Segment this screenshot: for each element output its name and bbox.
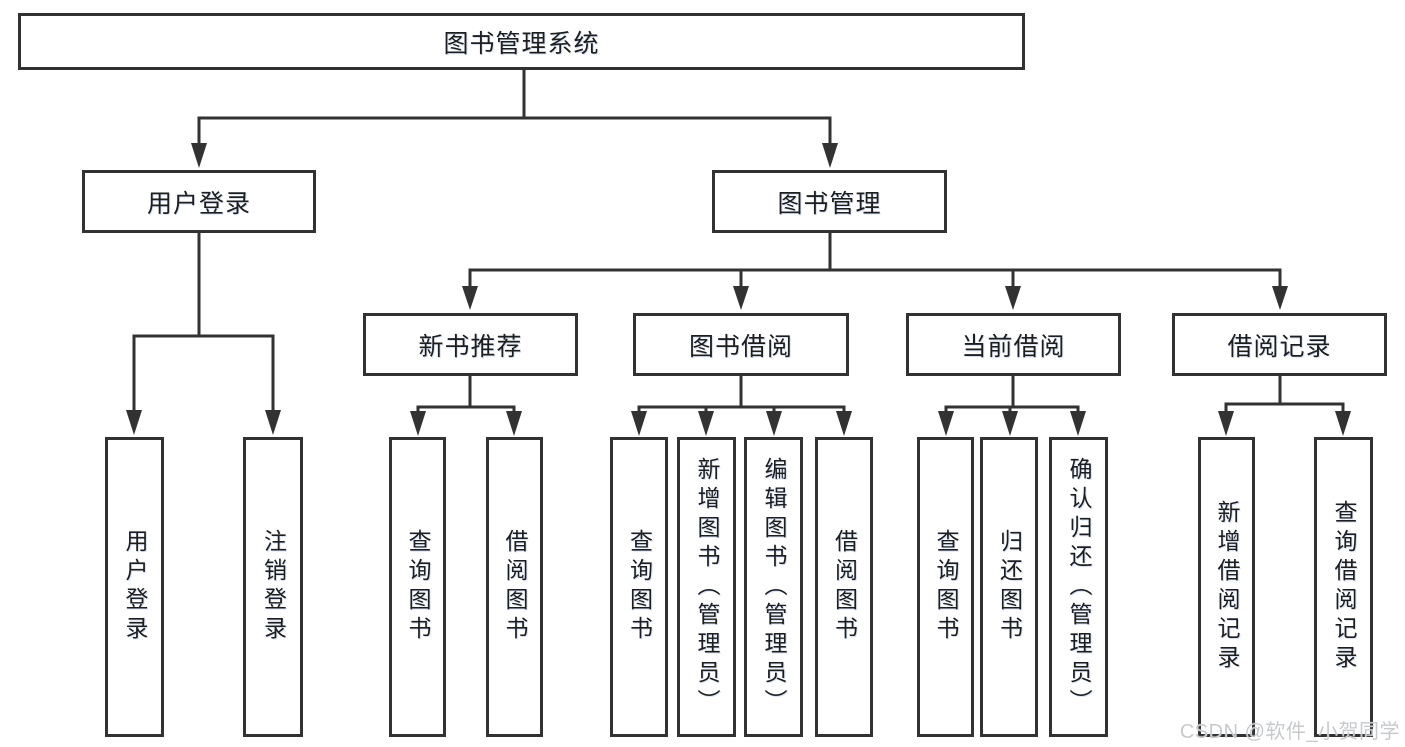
leaf-borrow-book-1: 借阅图书	[486, 437, 543, 737]
leaf-confirm-return-admin-label: 确认归还（管理员）	[1066, 456, 1092, 718]
leaf-query-borrow-record-label: 查询借阅记录	[1331, 500, 1357, 674]
node-borrow-record-label: 借阅记录	[1227, 332, 1332, 361]
connector-book-mgmt-children	[462, 233, 1288, 310]
leaf-add-borrow-record-label: 新增借阅记录	[1214, 500, 1240, 674]
leaf-return-book-label: 归还图书	[996, 529, 1023, 645]
node-current-borrow: 当前借阅	[906, 313, 1121, 376]
leaf-user-login-label: 用户登录	[122, 529, 148, 645]
connector-user-login-children	[126, 233, 281, 435]
leaf-query-book-2-label: 查询图书	[626, 529, 653, 645]
leaf-query-book-2: 查询图书	[610, 437, 668, 737]
connector-borrow-record-children	[1218, 376, 1351, 436]
watermark: CSDN @软件_小贺同学	[1179, 721, 1400, 743]
leaf-add-book-admin: 新增图书（管理员）	[677, 437, 736, 737]
leaf-borrow-book-2: 借阅图书	[815, 437, 873, 737]
leaf-edit-book-admin: 编辑图书（管理员）	[744, 437, 803, 737]
leaf-user-login: 用户登录	[105, 437, 164, 737]
node-root: 图书管理系统	[18, 13, 1025, 70]
leaf-query-borrow-record: 查询借阅记录	[1314, 437, 1373, 737]
leaf-logout: 注销登录	[243, 437, 303, 737]
node-new-book-recommend: 新书推荐	[363, 313, 578, 376]
node-user-login: 用户登录	[82, 170, 316, 233]
leaf-query-book-1: 查询图书	[389, 437, 446, 737]
leaf-confirm-return-admin: 确认归还（管理员）	[1049, 437, 1108, 737]
leaf-edit-book-admin-label: 编辑图书（管理员）	[761, 456, 787, 718]
leaf-borrow-book-1-label: 借阅图书	[502, 529, 528, 645]
leaf-return-book: 归还图书	[980, 437, 1038, 737]
node-root-label: 图书管理系统	[443, 29, 600, 58]
node-book-mgmt: 图书管理	[712, 170, 947, 233]
node-book-mgmt-label: 图书管理	[777, 189, 882, 218]
node-book-borrow-label: 图书借阅	[688, 332, 793, 361]
node-user-login-label: 用户登录	[146, 189, 251, 218]
leaf-add-borrow-record: 新增借阅记录	[1198, 437, 1255, 737]
node-book-borrow: 图书借阅	[633, 313, 849, 376]
node-new-book-recommend-label: 新书推荐	[418, 332, 523, 361]
connector-root-to-branches	[191, 70, 838, 168]
leaf-query-book-3-label: 查询图书	[933, 529, 959, 645]
connector-book-borrow-children	[631, 376, 852, 436]
connector-current-borrow-children	[938, 376, 1086, 436]
connector-new-book-children	[410, 376, 522, 436]
leaf-query-book-3: 查询图书	[917, 437, 974, 737]
leaf-query-book-1-label: 查询图书	[405, 529, 431, 645]
leaf-logout-label: 注销登录	[260, 529, 287, 645]
leaf-borrow-book-2-label: 借阅图书	[831, 529, 858, 645]
node-borrow-record: 借阅记录	[1172, 313, 1387, 376]
leaf-add-book-admin-label: 新增图书（管理员）	[694, 456, 720, 718]
node-current-borrow-label: 当前借阅	[961, 332, 1066, 361]
